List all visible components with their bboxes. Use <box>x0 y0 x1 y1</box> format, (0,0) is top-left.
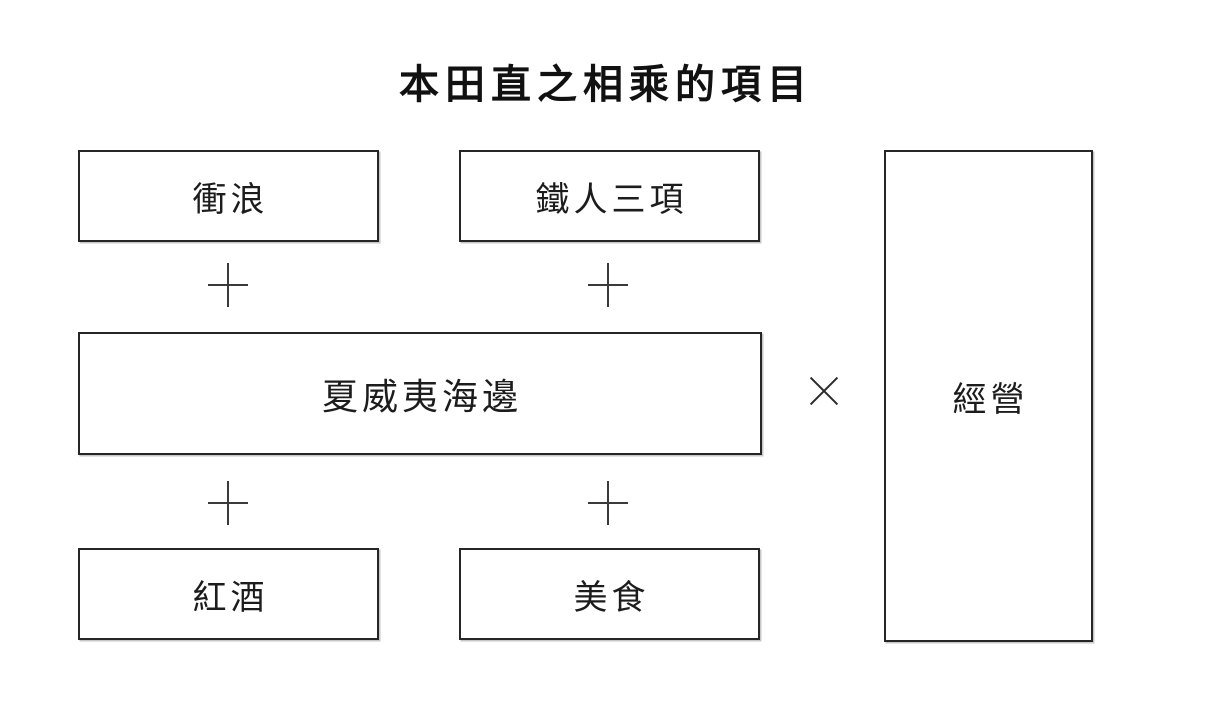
box-gourmet-food: 美食 <box>459 548 760 640</box>
box-surfing: 衝浪 <box>78 150 379 242</box>
plus-icon <box>588 263 628 307</box>
multiply-icon <box>805 372 843 410</box>
diagram-title: 本田直之相乘的項目 <box>399 63 813 107</box>
box-label: 紅酒 <box>192 578 269 617</box>
box-management: 經營 <box>884 150 1093 642</box>
box-hawaii-beach: 夏威夷海邊 <box>78 332 762 455</box>
box-label: 經營 <box>952 380 1029 419</box>
plus-horizontal-stroke <box>588 284 628 286</box>
box-label: 鐵人三項 <box>535 180 688 219</box>
box-label: 美食 <box>573 578 650 617</box>
plus-horizontal-stroke <box>208 502 248 504</box>
plus-icon <box>208 263 248 307</box>
box-triathlon: 鐵人三項 <box>459 150 760 242</box>
plus-icon <box>588 481 628 525</box>
plus-horizontal-stroke <box>588 502 628 504</box>
box-label: 衝浪 <box>192 180 269 219</box>
plus-horizontal-stroke <box>208 284 248 286</box>
box-red-wine: 紅酒 <box>78 548 379 640</box>
box-label: 夏威夷海邊 <box>321 375 522 417</box>
plus-icon <box>208 481 248 525</box>
